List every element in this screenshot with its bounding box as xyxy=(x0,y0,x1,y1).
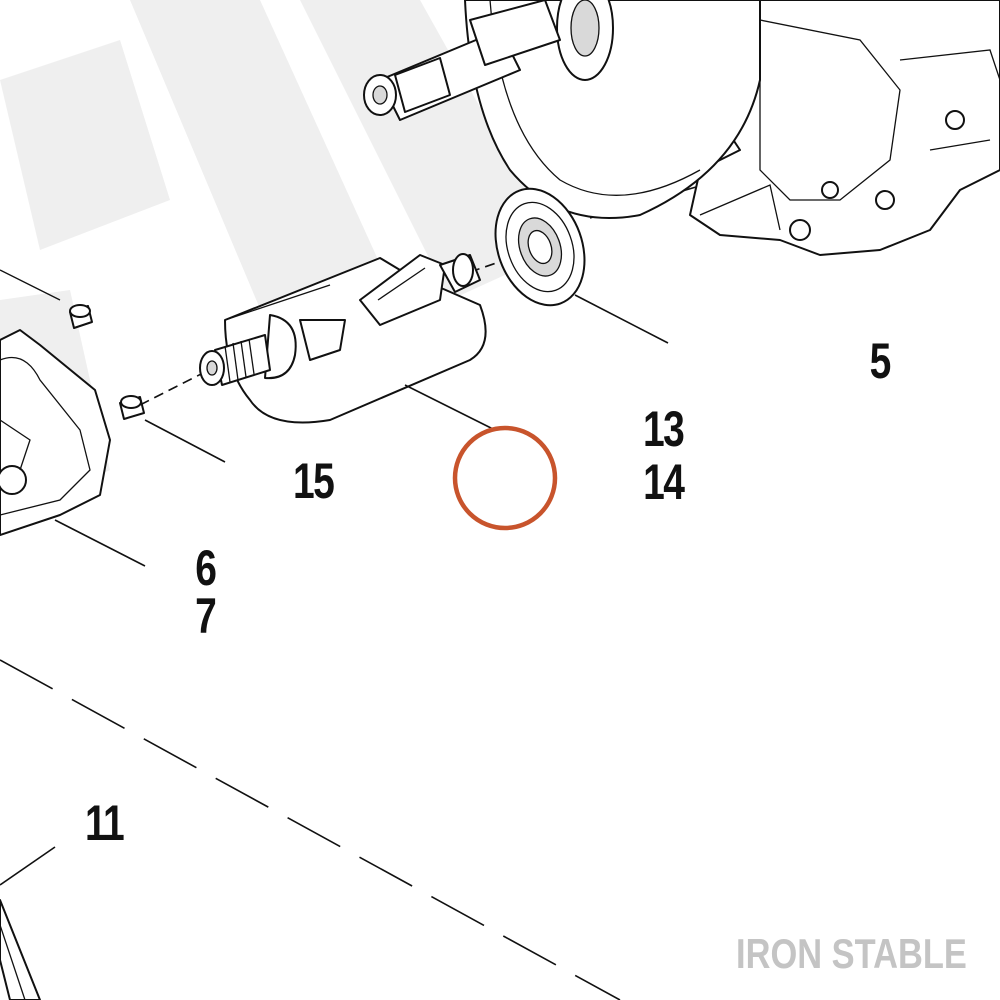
callout-6: 6 xyxy=(195,539,216,596)
callout-14: 14 xyxy=(643,453,685,510)
leader-lines xyxy=(0,294,669,886)
callout-5: 5 xyxy=(870,332,891,389)
flywheel xyxy=(464,0,761,219)
callout-15: 15 xyxy=(293,452,334,509)
highlight-circle xyxy=(452,425,558,531)
part-11-belt xyxy=(0,899,41,1000)
part-13-14-shaft-assembly xyxy=(199,253,487,424)
callout-11: 11 xyxy=(85,794,124,851)
watermark-brand: IRON STABLE xyxy=(736,931,967,978)
part-5-bearing xyxy=(494,187,586,307)
crankshaft xyxy=(363,0,561,121)
callout-13: 13 xyxy=(643,400,684,457)
callout-7: 7 xyxy=(195,587,215,644)
part-6-7-cover xyxy=(0,269,111,536)
part-15-dowel-pins xyxy=(69,304,145,420)
